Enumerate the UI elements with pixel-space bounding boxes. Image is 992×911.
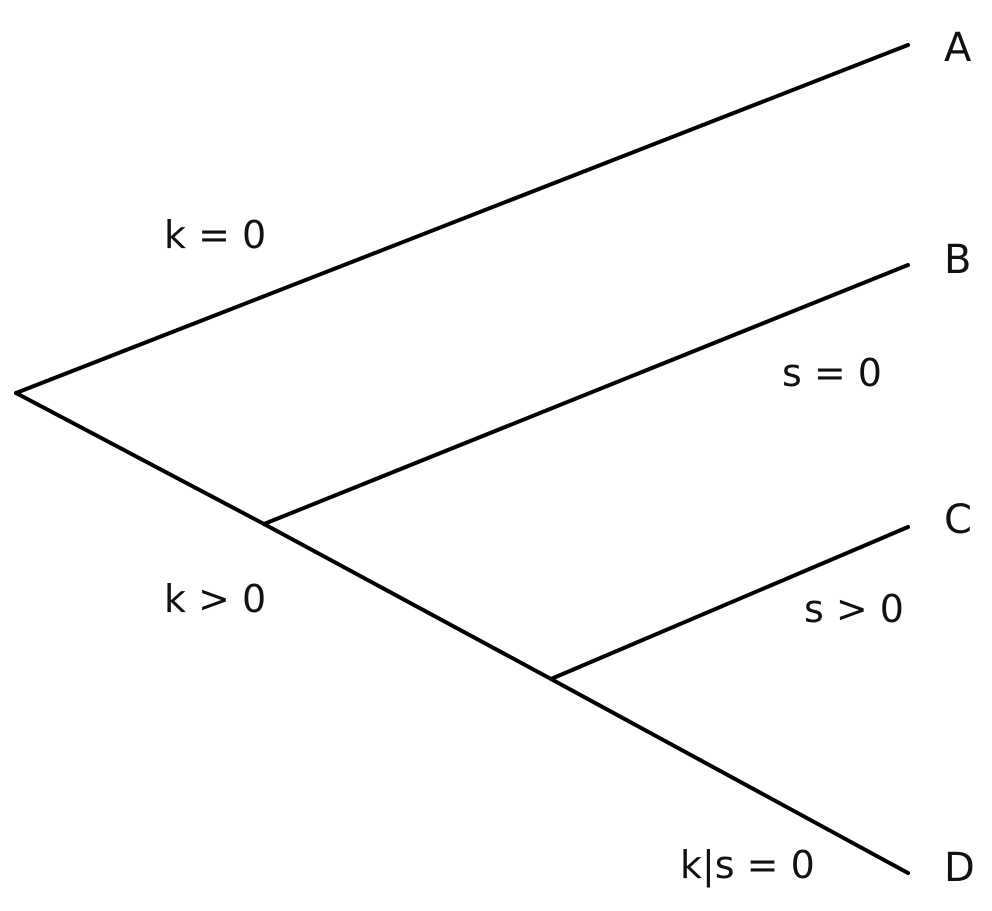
edge-label-s-gt-0: s > 0 [804,587,904,631]
leaf-label-d: D [944,845,975,891]
edge-label-k-gt-0: k > 0 [164,577,267,621]
edge-label-ks-eq-0: k|s = 0 [680,843,815,887]
leaf-label-b: B [944,237,972,283]
leaf-label-a: A [944,25,972,71]
branch-node1-to-B [262,263,910,526]
edge-label-k-eq-0: k = 0 [164,213,267,257]
branch-root-to-node1 [14,391,266,526]
edge-label-s-eq-0: s = 0 [782,351,882,395]
branch-root-to-A [14,43,910,395]
branch-node2-to-D [549,677,910,875]
branch-node2-to-C [549,525,910,681]
branch-node1-to-node2 [262,522,553,681]
leaf-label-c: C [944,497,972,543]
